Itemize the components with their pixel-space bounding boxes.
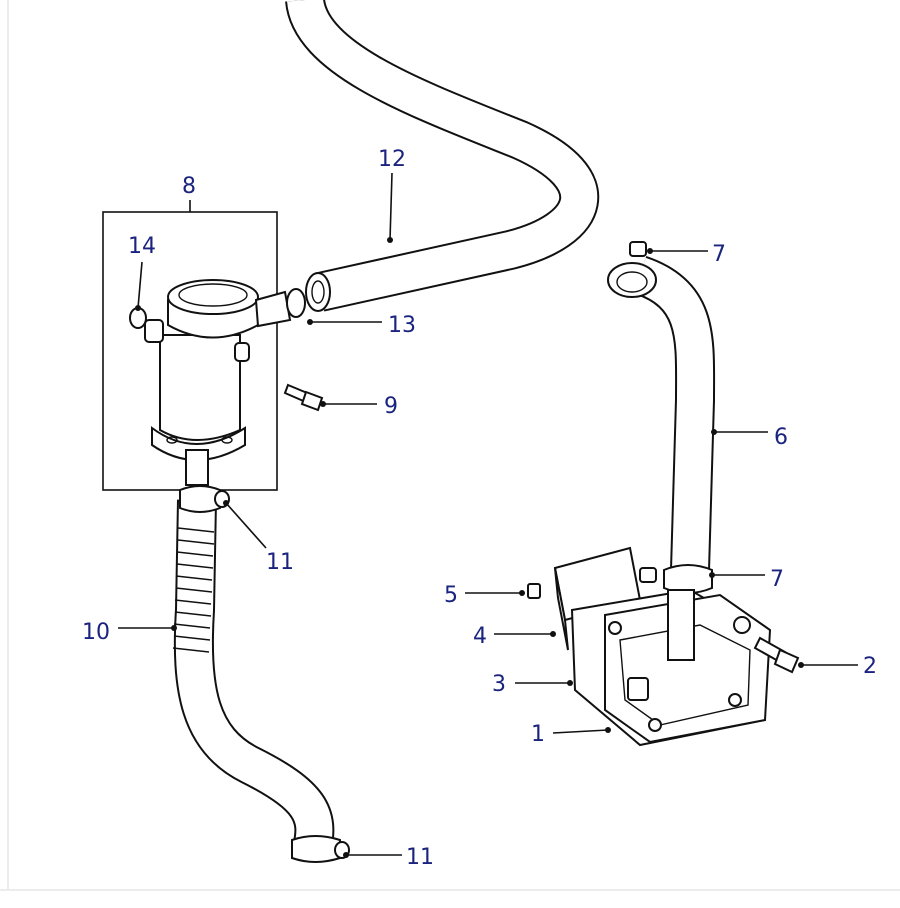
callout-10: 10 xyxy=(82,620,110,645)
breather-separator xyxy=(102,211,306,491)
callout-11-lower: 11 xyxy=(406,845,434,870)
hose-12 xyxy=(285,0,600,312)
callout-7-lower: 7 xyxy=(770,567,784,592)
clip-7-lower xyxy=(639,564,713,594)
callout-11-upper: 11 xyxy=(266,550,294,575)
leader-lines xyxy=(118,172,858,858)
clip-11-lower xyxy=(291,835,350,863)
callout-9: 9 xyxy=(384,394,398,419)
hose-10 xyxy=(172,499,335,853)
callout-2: 2 xyxy=(863,654,877,679)
callout-12: 12 xyxy=(378,147,406,172)
callout-1: 1 xyxy=(531,722,545,747)
callout-6: 6 xyxy=(774,425,788,450)
callout-7-upper: 7 xyxy=(712,242,726,267)
hose-6 xyxy=(632,256,716,571)
callout-5: 5 xyxy=(444,583,458,608)
callout-13: 13 xyxy=(388,313,416,338)
callout-3: 3 xyxy=(492,672,506,697)
callout-8: 8 xyxy=(182,174,196,199)
bolt-9 xyxy=(283,383,324,412)
callout-14: 14 xyxy=(128,234,156,259)
clip-7-upper xyxy=(607,241,657,298)
callout-labels: 1 2 3 4 5 6 7 7 8 9 10 11 11 12 13 14 xyxy=(82,147,877,870)
valve-assembly xyxy=(527,546,800,747)
callout-4: 4 xyxy=(473,624,487,649)
